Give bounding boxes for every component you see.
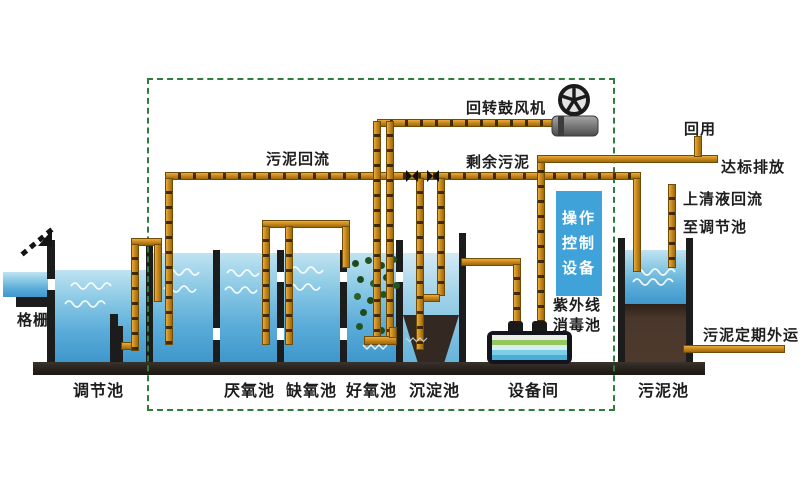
wave-marks [70,282,112,290]
transfer-pipe-drop [342,226,350,268]
rotary-blower-icon [551,84,599,137]
uv-lamp-stripes [492,335,567,360]
supernatant-return-pipe [668,184,676,268]
tank-wall [213,250,220,328]
wave-marks [287,283,321,291]
reuse-label: 回用 [684,121,717,138]
wave-marks [632,278,674,286]
airlift-air-pipe [437,178,445,296]
tank-wall [340,282,347,328]
control-box-line: 设备 [561,260,596,277]
transfer-pipe-regulating-to-anaerobic [131,238,162,246]
tank-wall [146,238,153,362]
hopper-ripple [405,337,428,343]
tank-label-sludge: 污泥池 [638,383,690,400]
excess-sludge-label: 剩余污泥 [466,154,531,171]
clarified-water-pipe [461,258,521,266]
sludge-tank-sludge [625,304,686,362]
transfer-pipe-riser [131,244,139,351]
valve-icon [427,170,439,182]
wave-marks [290,266,324,274]
clarified-water-drop [513,264,521,322]
tank-wall [277,250,284,272]
transfer-pipe-anoxic-to-aerobic [262,220,350,228]
tank-wall [277,282,284,328]
uv-outlet-riser [537,157,545,323]
grid-label: 格栅 [17,312,50,329]
clarifier-sludge-suction-pipe [416,178,424,350]
air-supply-line [377,119,554,127]
transfer-pipe-riser [262,226,270,345]
foundation-slab [33,362,705,375]
excess-sludge-drop [633,178,641,272]
air-diffuser-upturn [389,327,397,338]
diffuser-ripple [362,344,388,350]
reuse-branch-pipe [694,136,702,157]
wave-marks [226,269,260,277]
transfer-pipe-riser [285,226,293,345]
tank-wall [47,240,55,279]
tank-wall [396,240,403,272]
inlet-ledge [16,297,48,307]
uv-inlet-stub [508,321,523,333]
control-box-line: 操作 [561,210,596,227]
tank-wall [686,238,693,362]
air-drop-pipe [373,121,381,338]
to-regulating-tank-label: 至调节池 [683,219,748,236]
tank-wall [396,282,403,362]
tank-label-anoxic: 缺氧池 [286,383,338,400]
supernatant-return-label: 上清液回流 [683,191,764,208]
control-equipment-box: 操作 控制 设备 [556,191,602,296]
air-diffuser [364,336,397,345]
tank-label-anaerobic: 厌氧池 [224,383,276,400]
tank-wall [277,340,284,362]
tank-wall [213,340,220,362]
uv-outlet-stub [532,321,547,333]
airlift-elbow [423,294,440,302]
air-drop-pipe [386,121,394,338]
tank-label-regulating: 调节池 [73,383,125,400]
tank-label-sedimentation: 沉淀池 [409,383,461,400]
wave-marks [634,268,676,276]
tank-wall [618,238,625,362]
uv-tank-label: 紫外线 消毒池 [553,297,602,334]
aeration-bubbles [352,260,359,267]
wave-marks [224,286,258,294]
uv-disinfection-unit [487,331,572,364]
sludge-removal-label: 污泥定期外运 [703,327,800,344]
sludge-return-drop [165,178,173,345]
blower-label: 回转鼓风机 [466,100,547,117]
inlet-channel-water [3,272,48,297]
sludge-removal-pipe [683,345,785,353]
tank-wall [47,290,55,362]
sludge-return-line [165,172,641,180]
tank-label-equipment-room: 设备间 [508,383,560,400]
wave-marks [64,300,106,308]
tank-wall [340,340,347,362]
discharge-label: 达标排放 [721,159,786,176]
submersible-pump-icon [110,314,118,328]
sludge-return-label: 污泥回流 [266,151,331,168]
discharge-line [537,155,718,163]
anoxic-tank-water [284,253,340,362]
valve-icon [406,170,418,182]
submersible-pump-icon [110,326,123,362]
transfer-pipe-drop [154,244,162,302]
tank-label-aerobic: 好氧池 [346,383,398,400]
tank-wall [459,233,466,362]
control-box-line: 控制 [561,235,596,252]
